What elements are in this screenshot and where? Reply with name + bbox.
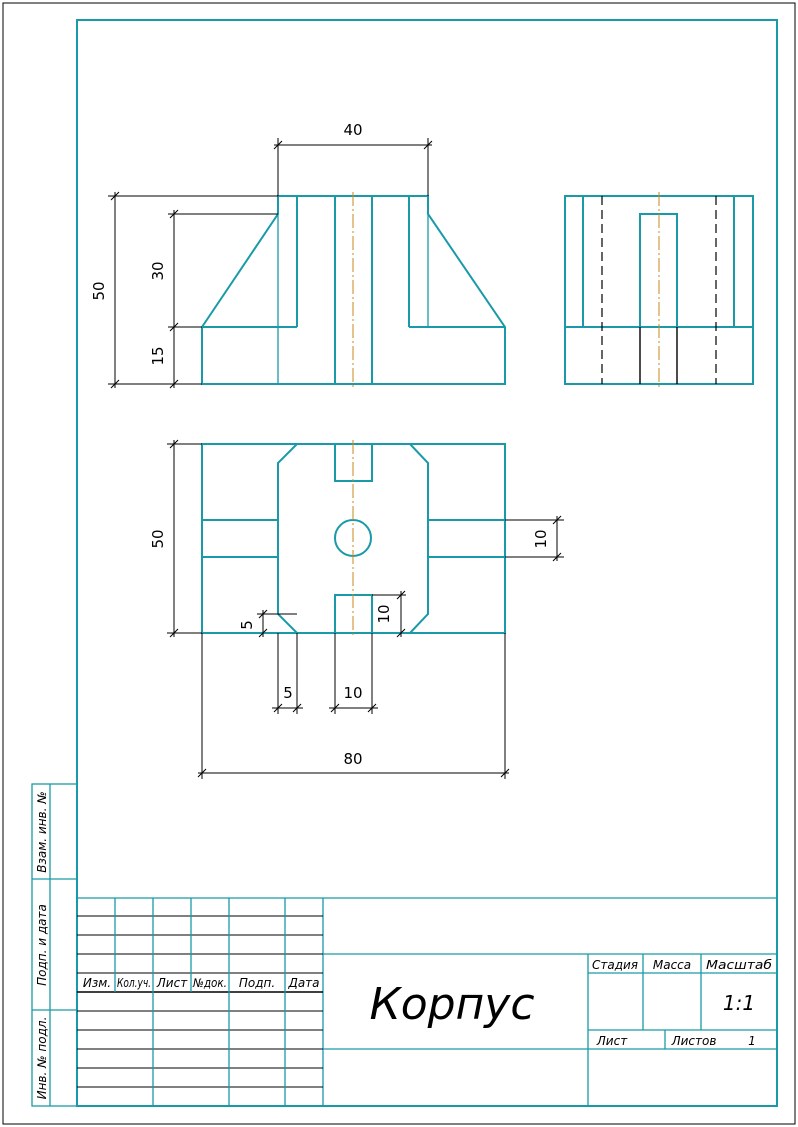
dim-plan-height: 50 [149, 529, 167, 548]
dim-plan-slot-width: 10 [532, 529, 550, 548]
side-label-podp-data: Подп. и дата [35, 904, 49, 986]
dim-front-upper-height: 30 [149, 261, 167, 280]
tb-header-izm: Изм. [83, 976, 111, 990]
tb-stage-label: Стадия [592, 958, 638, 972]
front-view-dimensions [108, 138, 433, 389]
tb-header-data: Дата [287, 976, 319, 990]
side-strip [31, 783, 78, 1107]
tb-header-kol-uch: Кол.уч. [117, 976, 151, 990]
side-view [564, 192, 754, 388]
tb-scale-label: Масштаб [706, 958, 773, 972]
front-view-outline [201, 195, 506, 385]
tb-sheets-value: 1 [748, 1034, 756, 1048]
part-name-title: Корпус [369, 979, 534, 1030]
front-view [201, 192, 506, 388]
dim-front-lower-height: 15 [149, 346, 167, 365]
dim-plan-chamfer-horizontal: 5 [283, 684, 293, 702]
side-label-inv-podl: Инв. № подл. [35, 1017, 49, 1100]
plan-view-dimensions [167, 439, 564, 779]
dim-front-total-height: 50 [90, 281, 108, 300]
title-block [77, 897, 777, 1106]
tb-header-podp: Подп. [239, 976, 275, 990]
dim-plan-slot-bottom: 10 [343, 684, 362, 702]
plan-view [201, 440, 506, 637]
tb-sheets-label: Листов [671, 1034, 717, 1048]
tb-header-list: Лист [156, 976, 188, 990]
tb-scale-value: 1:1 [723, 991, 755, 1015]
dim-plan-slot-depth: 10 [375, 604, 393, 623]
dim-plan-chamfer-vertical: 5 [238, 620, 256, 630]
dim-front-top-width: 40 [343, 121, 362, 139]
dim-plan-total-width: 80 [343, 750, 362, 768]
side-label-vzam-inv: Взам. инв. № [35, 791, 49, 872]
drawing-frame [76, 19, 778, 1107]
tb-sheet-label: Лист [596, 1034, 628, 1048]
plan-view-boss [277, 443, 429, 634]
tb-mass-label: Масса [653, 958, 691, 972]
tb-header-n-dok: №док. [192, 976, 227, 990]
